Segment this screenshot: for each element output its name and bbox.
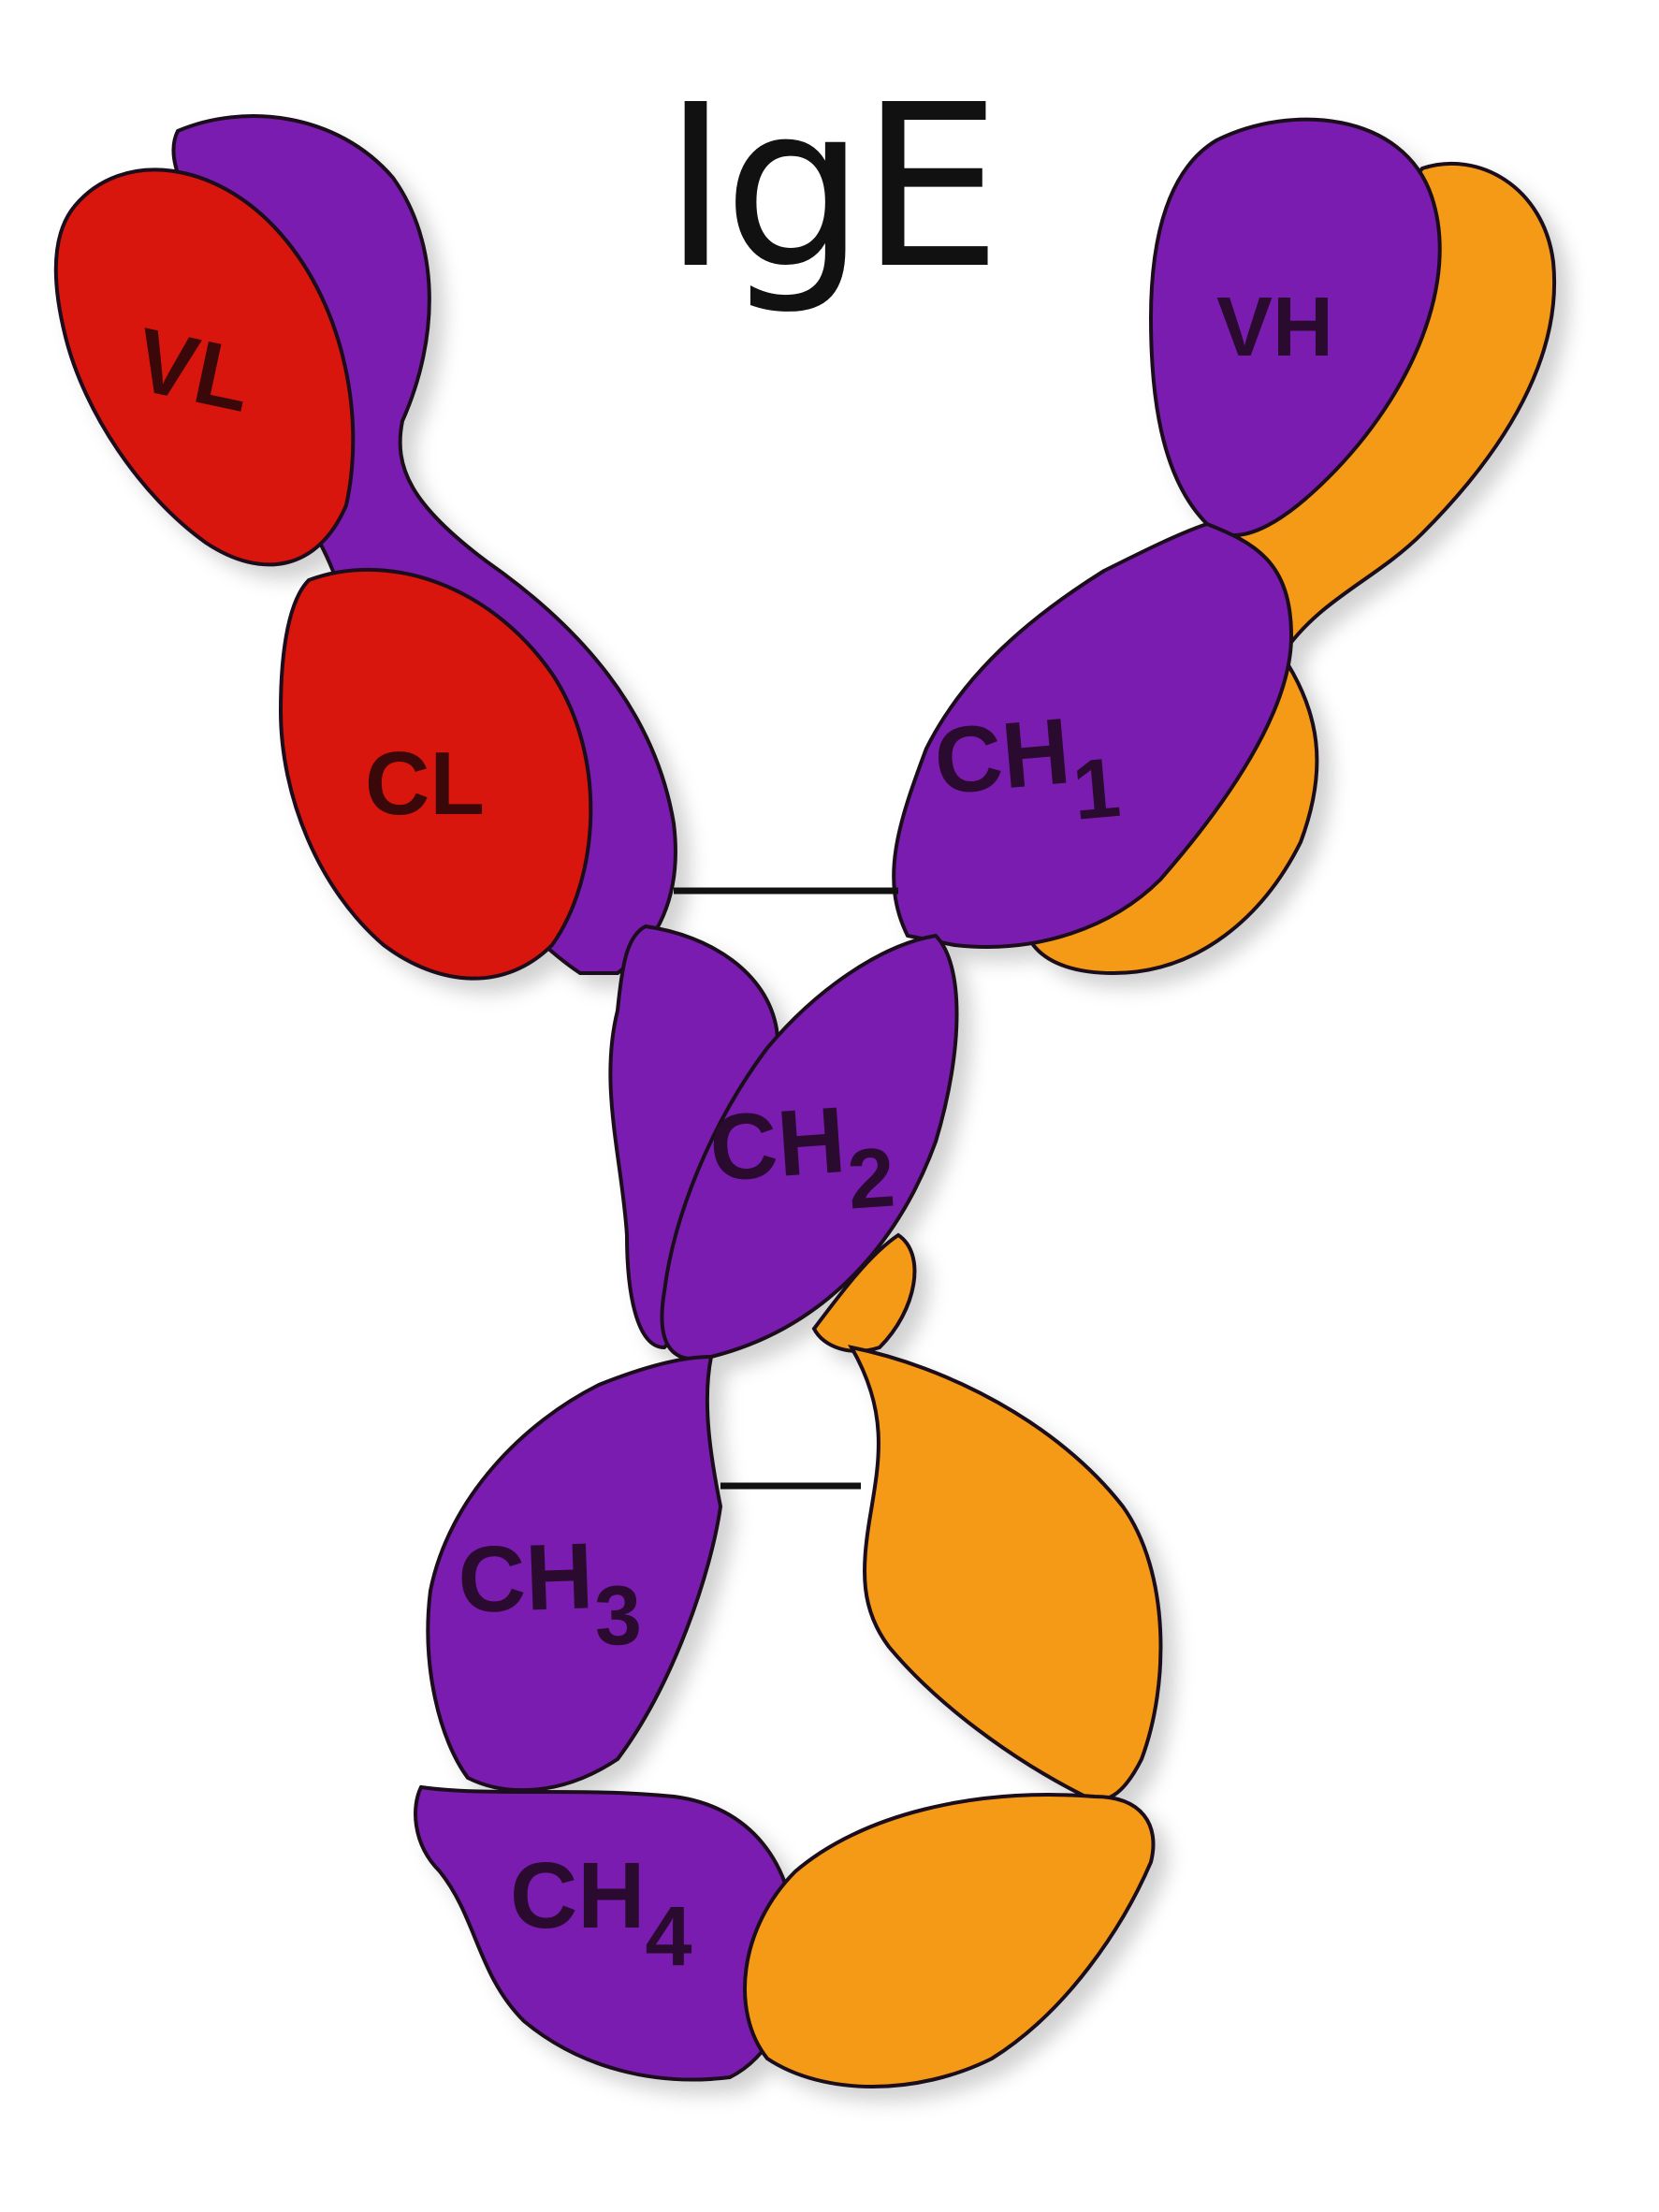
label-ch3-sub: 3 [593,1568,644,1664]
label-vl: VL [127,310,260,431]
diagram-title: IgE [662,56,1002,318]
disulfide-bonds [674,887,898,1490]
label-ch4-sub: 4 [645,1890,691,1984]
light-chain-vl [53,167,356,567]
label-cl: CL [365,734,485,834]
label-ch1-sub: 1 [1070,741,1125,838]
label-ch1-base: CH [930,698,1074,814]
label-ch2: CH2 [706,1084,897,1237]
heavy-chain-ch1 [892,521,1294,949]
light-chain-cl [278,567,593,981]
partner-chain-ch3 [848,1345,1163,1802]
label-ch4-base: CH [510,1843,645,1948]
heavy-chain-ch4 [414,1784,798,2082]
label-ch3: CH3 [457,1521,644,1668]
label-ch2-sub: 2 [845,1130,898,1227]
label-vh: VH [1216,281,1333,374]
label-ch1: CH1 [930,694,1124,850]
heavy-chain-vh [1148,117,1442,537]
label-ch3-base: CH [457,1523,595,1633]
label-ch2-base: CH [706,1087,849,1201]
label-ch4: CH4 [510,1843,692,1984]
partner-chain-ch4 [743,1793,1156,2088]
heavy-chain-ch3 [426,1354,723,1793]
heavy-chain-ch2 [660,933,959,1361]
partner-chain-ch2 [811,1232,917,1353]
